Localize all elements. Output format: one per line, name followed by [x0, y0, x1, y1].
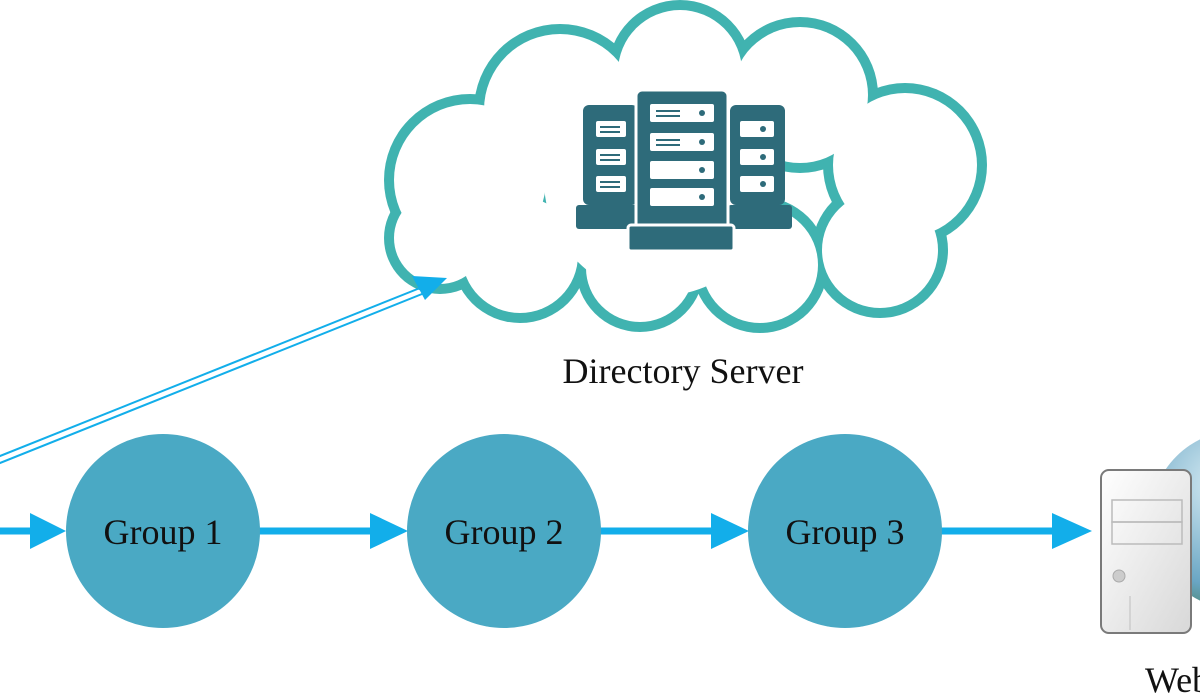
server-rack-icon — [576, 88, 792, 253]
directory-server-label: Directory Server — [563, 351, 804, 391]
cloud-directory-server: Directory Server — [384, 0, 987, 391]
group-1-label: Group 1 — [104, 512, 223, 552]
web-server-icon: Web Server — [1100, 439, 1200, 700]
group-1-node: Group 1 — [66, 434, 260, 628]
group-3-label: Group 3 — [786, 512, 905, 552]
arrow-to-directory-server — [0, 276, 447, 465]
group-2-label: Group 2 — [445, 512, 564, 552]
web-server-label: Web Server — [1145, 660, 1200, 700]
group-2-node: Group 2 — [407, 434, 601, 628]
group-3-node: Group 3 — [748, 434, 942, 628]
